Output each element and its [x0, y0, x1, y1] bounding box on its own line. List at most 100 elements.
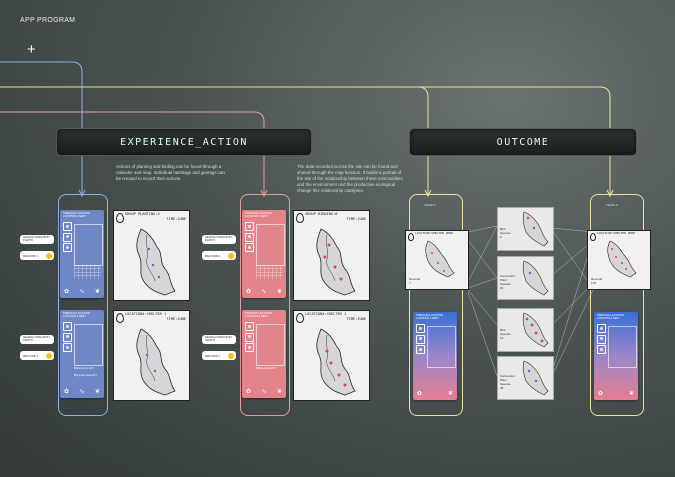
- records-label: Records: [591, 277, 603, 281]
- map-icon[interactable]: [416, 345, 425, 355]
- bird-species-map-2[interactable]: Bird Species 13: [497, 308, 554, 352]
- phone-map: [427, 326, 456, 368]
- record-icon: [46, 352, 52, 359]
- map-icon[interactable]: [63, 343, 72, 353]
- site-map: [316, 228, 356, 296]
- experience-action-label: EXPERIENCE_ACTION: [120, 136, 248, 148]
- search-specie-button-4[interactable]: SEARCH SPECIE BY PHOTO: [202, 335, 236, 344]
- phone-map: [74, 324, 103, 366]
- location-shelter-card-pink[interactable]: LOCATION4:SHELTER 1 TIME:JUNE: [293, 310, 370, 401]
- pink-phone-bottom[interactable]: TIME/THIS LOCATION: LOCATION 2 NEXT Bird…: [242, 310, 286, 398]
- map-caption-3: 9: [500, 235, 502, 239]
- location-pin-icon: [116, 213, 124, 223]
- card-title: LOCATION4:SHELTER 1: [305, 312, 347, 316]
- records-value: 7: [409, 281, 411, 285]
- planting-icon[interactable]: [416, 324, 425, 334]
- bird-icon[interactable]: ❦: [94, 389, 100, 395]
- plant-species-map-2[interactable]: Successful Plant Species 48: [497, 356, 554, 400]
- bird-icon[interactable]: ❦: [447, 391, 453, 397]
- pink-phone-frame: [240, 194, 290, 416]
- site-map: [425, 240, 455, 278]
- description-right: The data recorded across the site can be…: [297, 164, 403, 193]
- record-label: RECORD 1: [23, 253, 39, 258]
- phone-header: TIME/THIS LOCATION: LOCATION 2 NEXT: [416, 314, 444, 321]
- group-birding-card[interactable]: GROUP BIRDING:8 TIME:JUNE: [293, 210, 370, 301]
- record-button-3[interactable]: RECORD 1: [202, 251, 236, 260]
- card-time: TIME:JUNE: [346, 317, 366, 321]
- pink-phone-top[interactable]: TIME/THIS LOCATION: LOCATION 2 NEXT ✿ ∿ ❦: [242, 210, 286, 298]
- search-specie-button-2[interactable]: SEARCH SPECIE BY PHOTO: [20, 335, 54, 344]
- planting-icon[interactable]: [63, 222, 72, 232]
- outcome-right-card[interactable]: LOCATION:SHELTER 2MAP Records 175: [587, 230, 651, 290]
- calendar-grid[interactable]: [74, 265, 101, 279]
- phone-header: TIME/THIS LOCATION: LOCATION 2 NEXT: [245, 312, 273, 319]
- calendar-icon[interactable]: [597, 334, 606, 344]
- plus-icon[interactable]: +: [27, 41, 36, 58]
- map-caption-3: Species: [500, 382, 511, 386]
- record-button[interactable]: RECORD 1: [20, 251, 54, 260]
- record-button-2[interactable]: RECORD 1: [20, 351, 54, 360]
- bird-icon[interactable]: ❦: [94, 289, 100, 295]
- leaf-icon[interactable]: ✿: [246, 389, 252, 395]
- brush-icon[interactable]: ∿: [261, 389, 267, 395]
- calendar-icon[interactable]: [63, 232, 72, 242]
- blue-phone-top[interactable]: TIME/THIS LOCATION: LOCATION 2 NEXT ✿∿❦: [60, 210, 104, 298]
- leaf-icon[interactable]: ✿: [64, 289, 70, 295]
- outcome-left-card[interactable]: LOCATION:SHELTER 2MAP Records 7: [405, 230, 469, 290]
- bird-icon[interactable]: ❦: [276, 389, 282, 395]
- calendar-icon[interactable]: [245, 232, 254, 242]
- site-map: [136, 328, 176, 396]
- planting-icon[interactable]: [245, 322, 254, 332]
- site-map: [522, 211, 549, 247]
- leaf-icon[interactable]: ✿: [417, 391, 423, 397]
- card-title: LOCATION:SHELTER 2MAP: [415, 231, 453, 235]
- bird-icon[interactable]: ❦: [276, 289, 282, 295]
- brush-icon[interactable]: ∿: [79, 389, 85, 395]
- leaf-icon[interactable]: ✿: [598, 391, 604, 397]
- location-pin-icon: [590, 233, 596, 241]
- location-pin-icon: [296, 213, 304, 223]
- outcome-left-phone[interactable]: TIME/THIS LOCATION: LOCATION 2 NEXT ✿ ❦: [413, 312, 457, 400]
- phone-header: TIME/THIS LOCATION: LOCATION 2 NEXT: [245, 212, 273, 219]
- location-shelter-card-blue[interactable]: LOCATION4:SHELTER 1 TIME:JUNE: [113, 310, 190, 401]
- leaf-icon[interactable]: ✿: [64, 389, 70, 395]
- records-label: Records: [409, 277, 421, 281]
- calendar-icon[interactable]: [63, 332, 72, 342]
- description-left: Actions of planting and birding can be f…: [116, 164, 225, 181]
- brush-icon[interactable]: ∿: [79, 289, 85, 295]
- calendar-icon[interactable]: [245, 332, 254, 342]
- planting-icon[interactable]: [597, 324, 606, 334]
- map-icon[interactable]: [245, 343, 254, 353]
- search-specie-button-3[interactable]: SEARCH SPECIE BY PHOTO: [202, 235, 236, 244]
- map-icon[interactable]: [245, 243, 254, 253]
- site-map: [522, 360, 549, 396]
- phone-header: TIME/THIS LOCATION: LOCATION 2 NEXT: [597, 314, 625, 321]
- plant-species-map-1[interactable]: Successful Plant Species 36: [497, 256, 554, 300]
- bird-icon[interactable]: ❦: [628, 391, 634, 397]
- card-time: TIME:JUNE: [346, 217, 366, 221]
- phone-map: [256, 324, 285, 366]
- card-time: TIME:JUNE: [166, 317, 186, 321]
- phone-footer: ✿ ∿ ❦: [246, 288, 282, 295]
- record-label: RECORD 1: [23, 353, 39, 358]
- leaf-icon[interactable]: ✿: [246, 289, 252, 295]
- search-specie-button[interactable]: SEARCH SPECIE BY PHOTO: [20, 235, 54, 244]
- outcome-right-phone[interactable]: TIME/THIS LOCATION: LOCATION 2 NEXT ✿ ❦: [594, 312, 638, 400]
- planting-icon[interactable]: [63, 322, 72, 332]
- calendar-grid[interactable]: [256, 265, 283, 279]
- calendar-icon[interactable]: [416, 334, 425, 344]
- experience-action-banner: EXPERIENCE_ACTION: [56, 128, 312, 156]
- brush-icon[interactable]: ∿: [261, 289, 267, 295]
- outcome-banner: OUTCOME: [409, 128, 637, 156]
- bird-species-map-1[interactable]: Bird Species 9: [497, 207, 554, 251]
- blue-phone-bottom[interactable]: TIME/THIS LOCATION: LOCATION 2 NEXT Bird…: [60, 310, 104, 398]
- group-planting-card[interactable]: GROUP PLANTING:4 TIME:JUNE: [113, 210, 190, 301]
- planting-icon[interactable]: [245, 222, 254, 232]
- map-icon[interactable]: [63, 243, 72, 253]
- phone-map: [608, 326, 637, 368]
- phone-footer: ✿ ∿ ❦: [64, 288, 100, 295]
- record-button-4[interactable]: RECORD 1: [202, 351, 236, 360]
- phone-line-1: Birding Action ACT: [256, 367, 276, 370]
- map-icon[interactable]: [597, 345, 606, 355]
- card-title: LOCATION:SHELTER 2MAP: [597, 231, 635, 235]
